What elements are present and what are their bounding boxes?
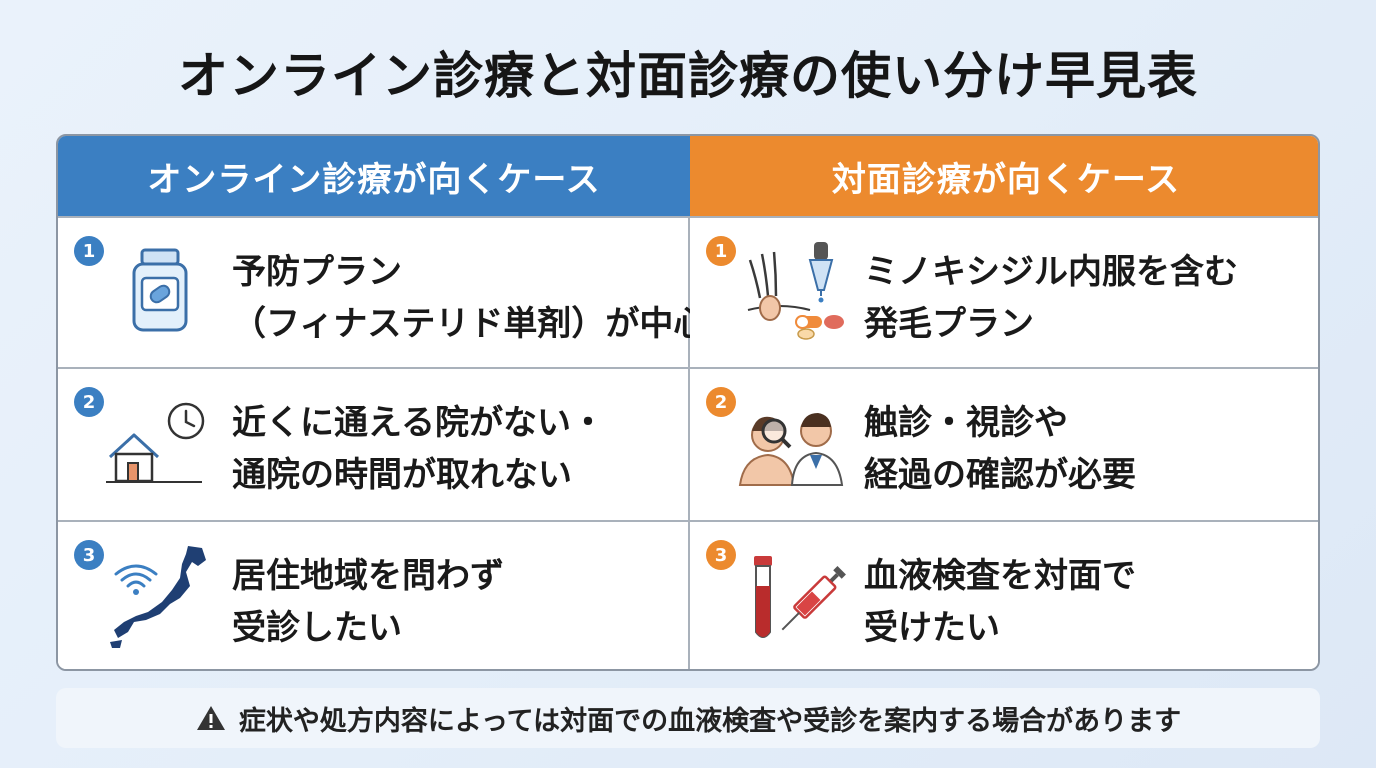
japan-map-wifi-icon <box>110 546 206 648</box>
number-badge: 2 <box>706 387 736 417</box>
number-badge: 2 <box>74 387 104 417</box>
number-badge: 1 <box>74 236 104 266</box>
footnote-text: 症状や処方内容によっては対面での血液検査や受診を案内する場合があります <box>238 705 1182 737</box>
column-header-online: オンライン診療が向くケース <box>58 136 690 216</box>
medicine-bottle-icon <box>132 248 188 332</box>
case-text-line1: 居住地域を問わず <box>232 556 504 596</box>
warning-icon <box>196 706 225 730</box>
blood-tube-syringe-icon <box>754 556 846 638</box>
online-case-1: 1 予防プラン （フィナステリド単剤）が中心 <box>58 216 708 367</box>
number-badge: 3 <box>74 540 104 570</box>
case-text-line1: ミノキシジル内服を含む <box>864 252 1238 292</box>
case-text-line2: 経過の確認が必要 <box>864 455 1136 495</box>
page-title: オンライン診療と対面診療の使い分け早見表 <box>178 47 1198 105</box>
comparison-table: オンライン診療が向くケース 対面診療が向くケース 1 予防プラン （フィナステリ… <box>56 134 1320 671</box>
house-clock-icon <box>106 402 205 483</box>
case-text-line2: 受けたい <box>864 608 1000 648</box>
online-case-3: 3 居住地域を問わず 受診したい <box>58 520 690 669</box>
case-text-line2: 発毛プラン <box>864 304 1034 344</box>
online-case-2: 2 近くに通える院がない・ 通院の時間が取れない <box>58 367 690 520</box>
doctor-examining-patient-icon <box>738 413 844 486</box>
number-badge: 3 <box>706 540 736 570</box>
case-text-line1: 近くに通える院がない・ <box>232 403 605 443</box>
column-header-inperson: 対面診療が向くケース <box>690 136 1318 216</box>
number-badge: 1 <box>706 236 736 266</box>
case-text-line2: （フィナステリド単剤）が中心 <box>232 304 708 344</box>
hair-follicle-dropper-pills-icon <box>747 242 844 340</box>
inperson-case-3: 3 血液検査を対面で 受けたい <box>690 520 1318 669</box>
case-text-line2: 通院の時間が取れない <box>232 455 572 495</box>
footnote-banner: 症状や処方内容によっては対面での血液検査や受診を案内する場合があります <box>56 688 1320 748</box>
inperson-case-2: 2 触診・視診や 経過の確認が必要 <box>690 367 1318 520</box>
case-text-line2: 受診したい <box>232 608 402 648</box>
case-text-line1: 血液検査を対面で <box>864 556 1136 596</box>
case-text-line1: 予防プラン <box>232 252 402 292</box>
inperson-case-1: 1 ミノキシジル内服を含む 発毛プラン <box>690 216 1318 367</box>
case-text-line1: 触診・視診や <box>864 403 1068 443</box>
